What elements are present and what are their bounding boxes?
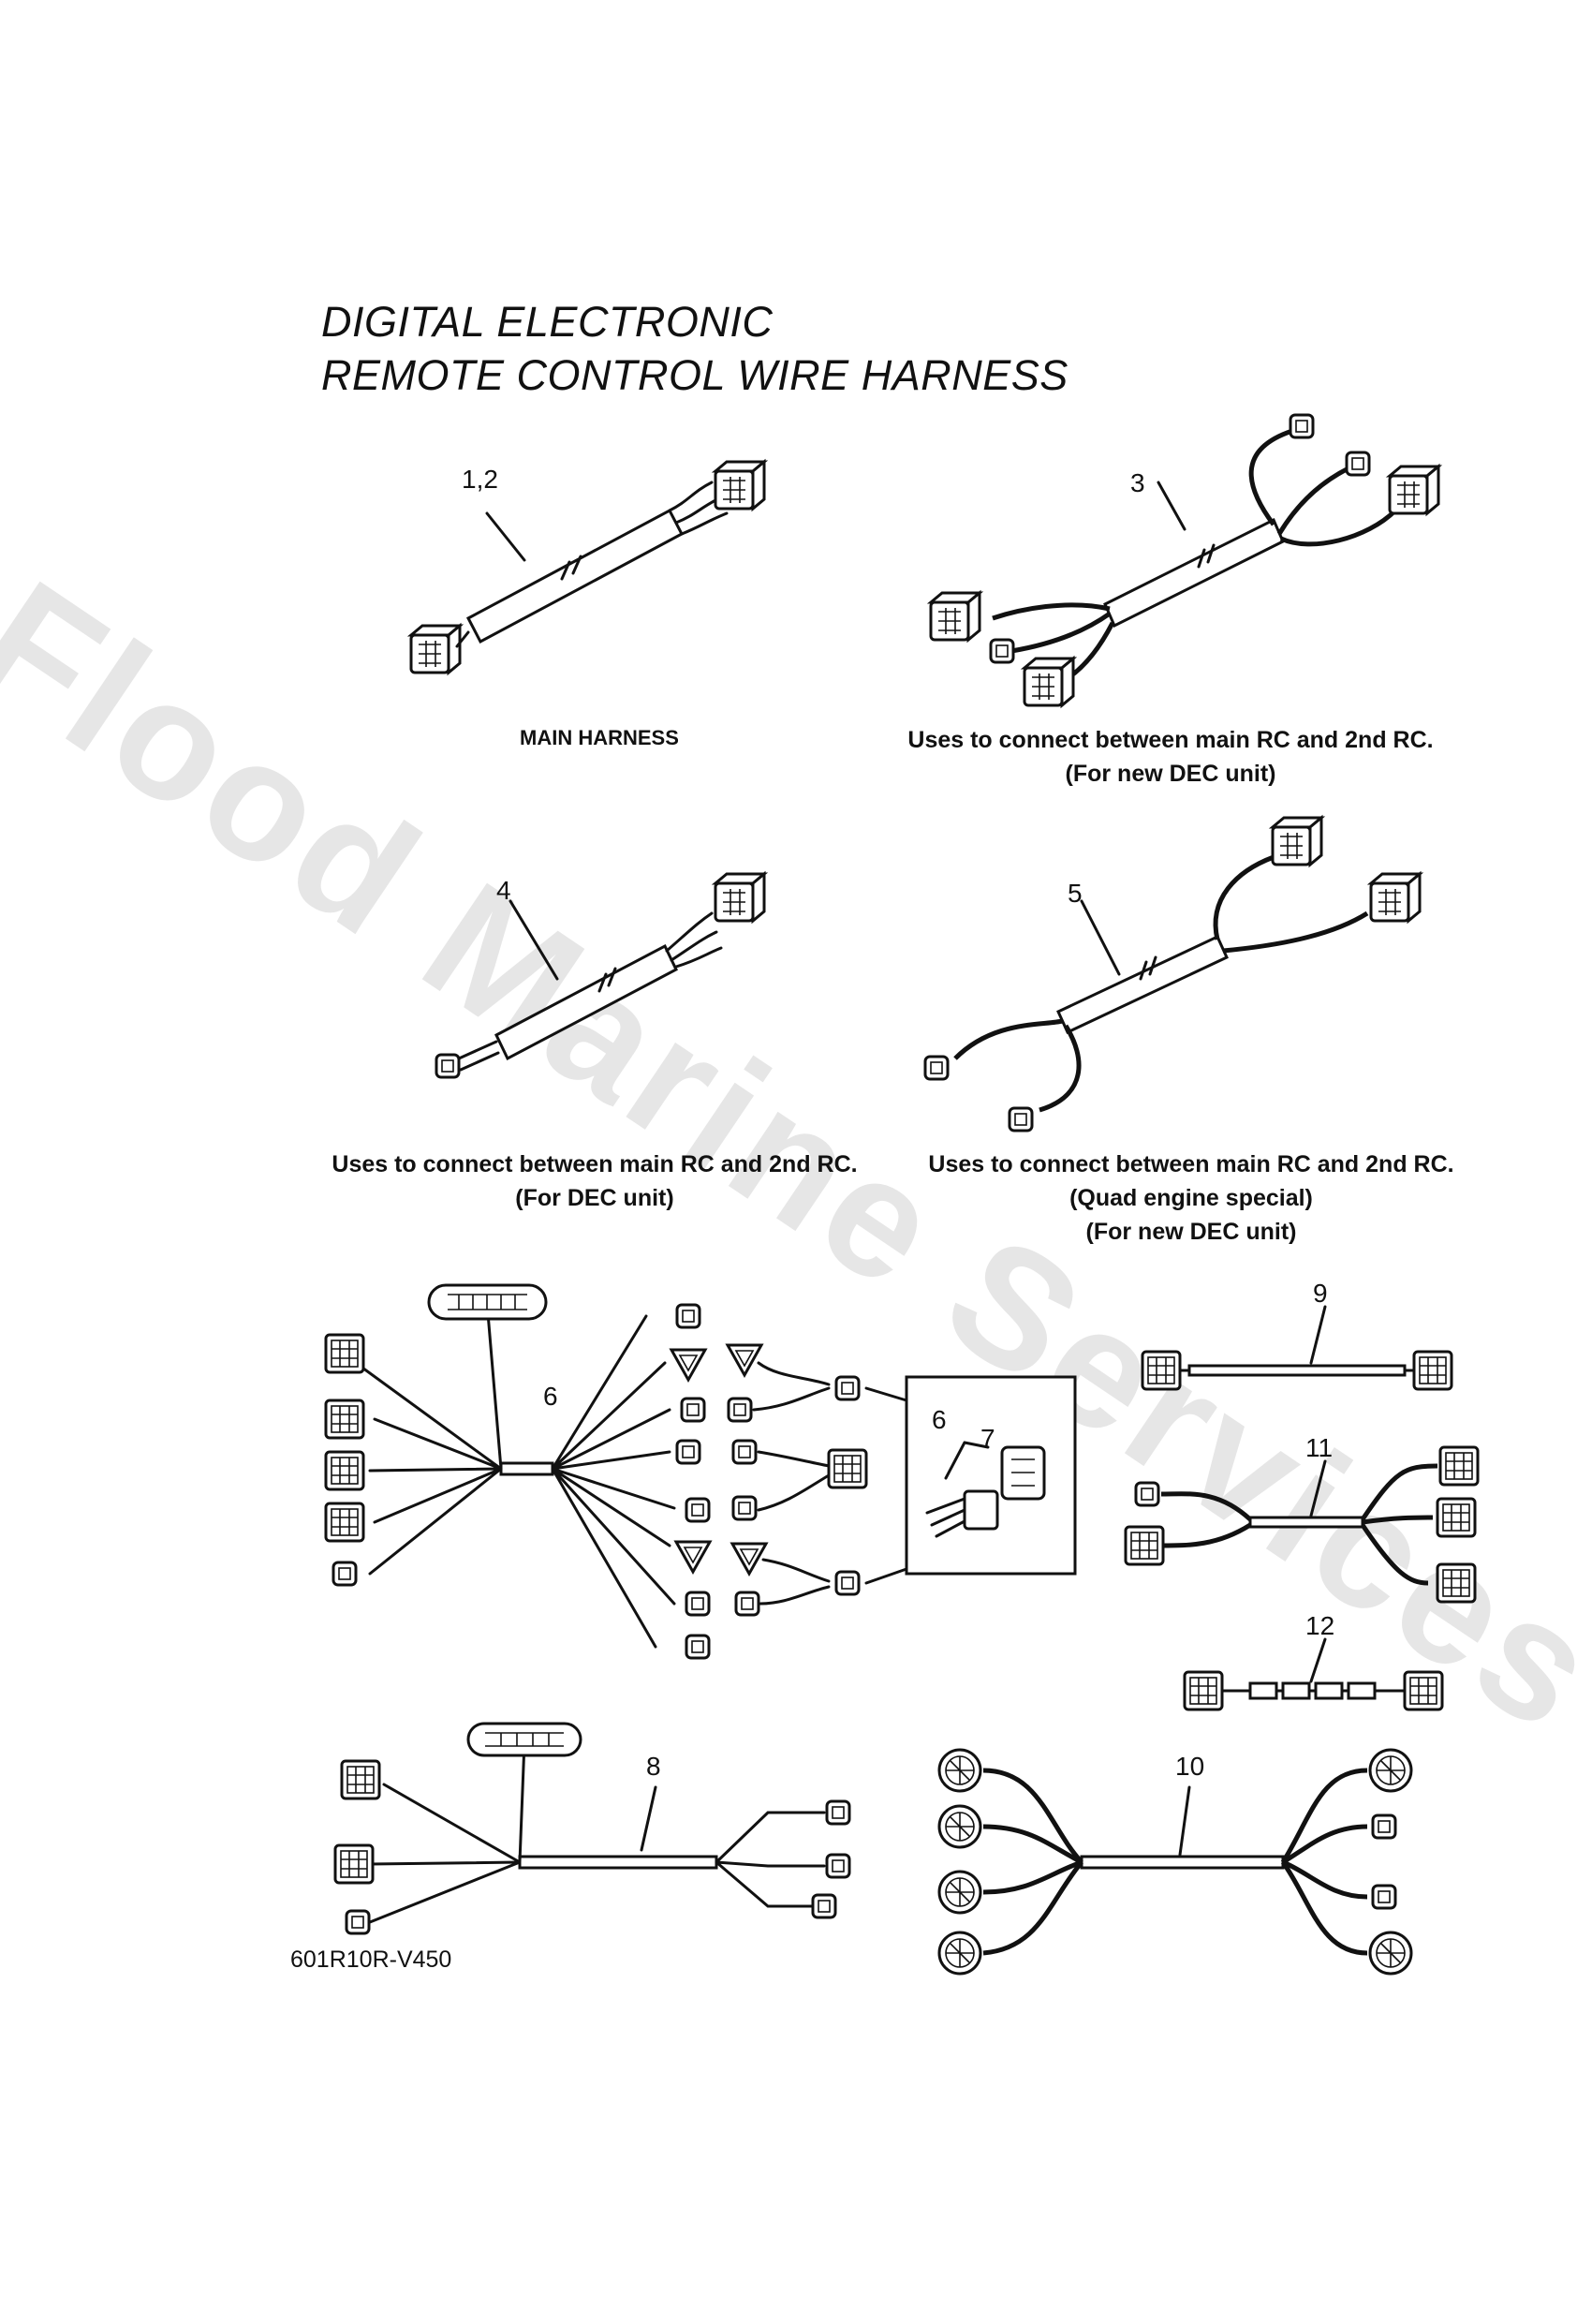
part-9-harness-drawing [1141, 1305, 1453, 1391]
part-number-3: 3 [1130, 468, 1145, 497]
part-12-harness-drawing [1183, 1637, 1444, 1711]
part-6-harness-drawing [324, 1283, 1077, 1660]
part-number-5: 5 [1068, 879, 1083, 908]
part-4-harness-drawing [435, 872, 766, 1079]
caption-main-harness: MAIN HARNESS [520, 726, 679, 749]
caption-part-3-line2: (For new DEC unit) [1065, 761, 1276, 787]
caption-part-5-line1: Uses to connect between main RC and 2nd … [928, 1151, 1454, 1177]
part-10-harness-drawing [937, 1748, 1413, 1976]
part-number-11: 11 [1305, 1433, 1334, 1462]
part-number-4: 4 [496, 876, 511, 905]
caption-part-3: Uses to connect between main RC and 2nd … [885, 723, 1456, 791]
caption-part-3-line1: Uses to connect between main RC and 2nd … [907, 727, 1434, 753]
part-number-9: 9 [1313, 1279, 1328, 1308]
caption-part-4-line2: (For DEC unit) [515, 1185, 674, 1211]
part-11-harness-drawing [1124, 1445, 1480, 1604]
part-6-7-inset-frame [905, 1375, 1077, 1576]
part-number-8: 8 [646, 1752, 661, 1781]
inset-part-number-7: 7 [980, 1424, 995, 1453]
caption-part-4-line1: Uses to connect between main RC and 2nd … [332, 1151, 858, 1177]
part-number-1-2: 1,2 [462, 465, 498, 494]
caption-part-5-line3: (For new DEC unit) [1085, 1219, 1297, 1245]
part-8-harness-drawing [333, 1722, 851, 1935]
part-number-10: 10 [1175, 1752, 1205, 1781]
part-3-harness-drawing [929, 413, 1440, 707]
part-1-2-main-harness-drawing [409, 460, 766, 674]
caption-part-5: Uses to connect between main RC and 2nd … [906, 1147, 1477, 1249]
diagram-title-line1: DIGITAL ELECTRONIC [321, 298, 774, 346]
drawing-code: 601R10R-V450 [290, 1947, 452, 1973]
caption-part-4: Uses to connect between main RC and 2nd … [309, 1147, 880, 1215]
part-number-12: 12 [1305, 1611, 1335, 1640]
part-number-6: 6 [543, 1382, 558, 1411]
diagram-title-line2: REMOTE CONTROL WIRE HARNESS [321, 351, 1069, 399]
part-5-harness-drawing [923, 816, 1422, 1132]
caption-part-5-line2: (Quad engine special) [1069, 1185, 1313, 1211]
inset-part-number-6: 6 [932, 1405, 947, 1434]
